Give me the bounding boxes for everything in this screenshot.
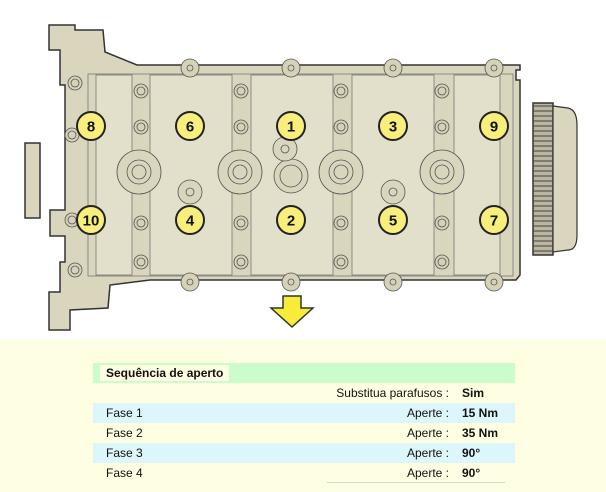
- table-bottom-divider: [327, 482, 505, 483]
- bolt-marker: 6: [175, 111, 205, 141]
- phase-key: Aperte :: [406, 446, 449, 460]
- bolt-marker: 9: [479, 111, 509, 141]
- phase-key: Aperte :: [406, 406, 449, 420]
- replace-bolts-row: Substitua parafusos : Sim: [93, 383, 515, 403]
- bolt-circle: [175, 205, 205, 235]
- cylinder-head-outline: [24, 24, 578, 331]
- bolt-number: 6: [186, 119, 194, 136]
- phase-label: Fase 4: [106, 466, 143, 480]
- bolt-number: 8: [87, 119, 95, 136]
- replace-bolts-value: Sim: [462, 386, 485, 400]
- bolt-number: 10: [83, 213, 100, 230]
- bolt-number: 5: [389, 213, 397, 230]
- bolt-marker: 8: [76, 111, 106, 141]
- bolt-circle: [76, 205, 106, 235]
- bolt-number: 2: [287, 213, 295, 230]
- phase-value: 90°: [462, 466, 481, 480]
- phase-value: 90°: [462, 446, 481, 460]
- bolt-number: 1: [287, 119, 295, 136]
- cylinder-head-diagram: 8 6 1 3 9 10 4 2 5 7: [24, 24, 578, 331]
- bolt-circle: [276, 111, 306, 141]
- table-header: Sequência de aperto: [93, 363, 515, 383]
- bolt-marker: 2: [276, 205, 306, 235]
- bolt-circle: [276, 205, 306, 235]
- bolt-circle: [378, 205, 408, 235]
- phase-label: Fase 2: [106, 426, 143, 440]
- bolt-number: 7: [490, 213, 498, 230]
- bolt-number: 3: [389, 119, 397, 136]
- phase-row: Fase 1 Aperte : 15 Nm: [93, 403, 515, 423]
- bolt-number: 9: [490, 119, 498, 136]
- phase-row: Fase 2 Aperte : 35 Nm: [93, 423, 515, 443]
- bolt-marker: 3: [378, 111, 408, 141]
- bolt-circle: [175, 111, 205, 141]
- bolt-marker: 7: [479, 205, 509, 235]
- bolt-circle: [479, 205, 509, 235]
- bolt-marker: 5: [378, 205, 408, 235]
- bolt-circle: [378, 111, 408, 141]
- phase-key: Aperte :: [406, 426, 449, 440]
- phase-key: Aperte :: [406, 466, 449, 480]
- phase-row: Fase 4 Aperte : 90°: [93, 463, 515, 483]
- bolt-number: 4: [186, 213, 195, 230]
- phase-value: 35 Nm: [462, 426, 499, 440]
- bolt-marker: 4: [175, 205, 205, 235]
- phase-value: 15 Nm: [462, 406, 499, 420]
- direction-arrow-icon: [269, 295, 315, 329]
- replace-bolts-label: Substitua parafusos :: [336, 386, 449, 400]
- bolt-circle: [76, 111, 106, 141]
- tightening-table: Sequência de aperto Substitua parafusos …: [0, 340, 606, 492]
- phase-label: Fase 3: [106, 446, 143, 460]
- bolt-circle: [479, 111, 509, 141]
- table-title: Sequência de aperto: [100, 365, 230, 381]
- phase-row: Fase 3 Aperte : 90°: [93, 443, 515, 463]
- bolt-marker: 10: [76, 205, 106, 235]
- phase-label: Fase 1: [106, 406, 143, 420]
- bolt-marker: 1: [276, 111, 306, 141]
